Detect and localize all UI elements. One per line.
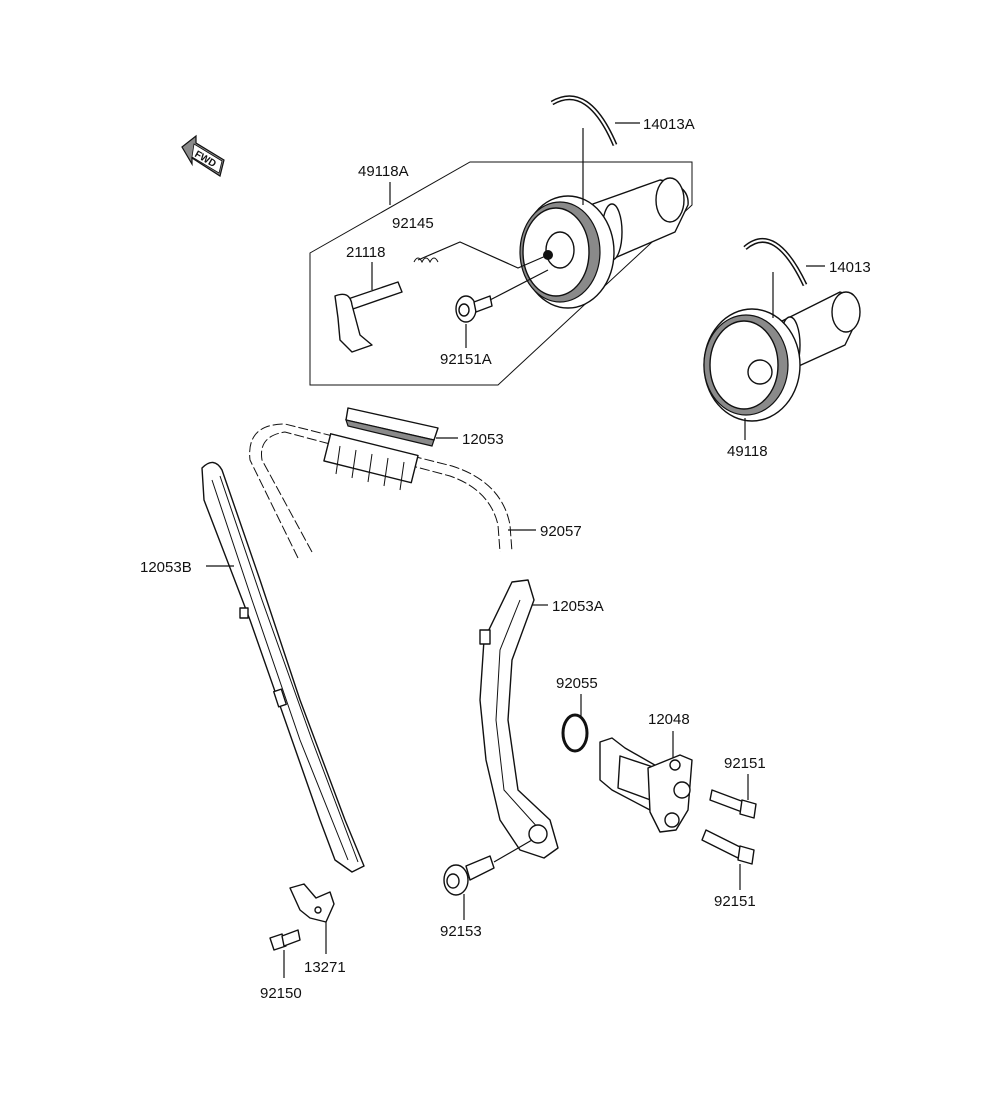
label-92153: 92153 — [440, 923, 482, 940]
label-12053a: 12053A — [552, 598, 604, 615]
label-14013: 14013 — [829, 259, 871, 276]
label-49118: 49118 — [727, 443, 768, 460]
plate-13271 — [289, 883, 335, 923]
label-92150: 92150 — [260, 985, 302, 1002]
label-14013a: 14013A — [643, 116, 695, 133]
label-92151-top: 92151 — [724, 755, 766, 772]
bolt-92153 — [443, 855, 495, 896]
cam-chain-92057 — [249, 423, 513, 559]
tensioner-guide-12053a — [479, 579, 559, 859]
chain-links — [323, 433, 419, 491]
label-12053b: 12053B — [140, 559, 192, 576]
bolt-92151-bottom — [701, 829, 755, 865]
label-92055: 92055 — [556, 675, 598, 692]
leader-lines — [206, 122, 825, 978]
label-92151-bottom: 92151 — [714, 893, 756, 910]
label-21118: 21118 — [346, 244, 386, 261]
label-92145: 92145 — [392, 215, 434, 232]
decompressor-21118 — [334, 281, 403, 353]
label-12048: 12048 — [648, 711, 690, 728]
chain-guide-12053b — [201, 461, 365, 873]
bolt-92151-top — [709, 789, 757, 819]
tensioner-12048 — [599, 737, 693, 833]
label-92151a: 92151A — [440, 351, 492, 368]
retaining-ring-14013 — [743, 237, 808, 287]
spring-92145 — [413, 257, 439, 264]
camshaft-assembly-box — [309, 161, 693, 386]
o-ring-92055 — [561, 713, 589, 753]
label-49118a: 49118A — [358, 163, 409, 180]
bolt-92150 — [269, 929, 301, 951]
bolt-92151a — [455, 295, 493, 323]
chain-guide-12053 — [345, 407, 439, 447]
camshaft-49118a — [519, 177, 689, 309]
camshaft-49118 — [703, 291, 861, 422]
label-92057: 92057 — [540, 523, 582, 540]
label-12053: 12053 — [462, 431, 504, 448]
fwd-arrow-icon: FWD — [181, 134, 225, 177]
label-13271: 13271 — [304, 959, 346, 976]
